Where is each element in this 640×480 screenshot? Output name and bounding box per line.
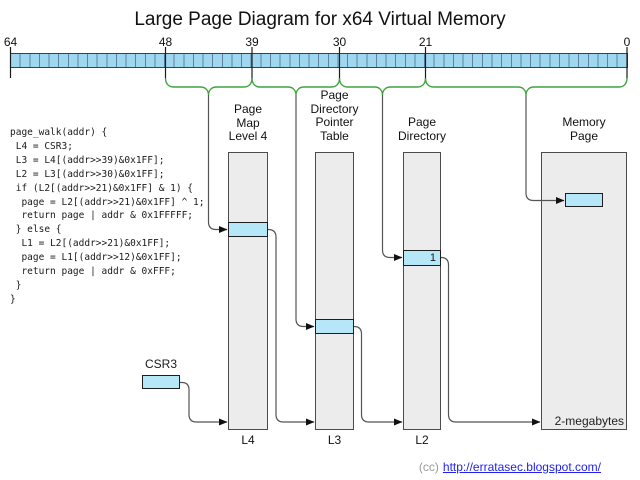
page-directory-entry: 1 xyxy=(403,250,441,266)
csr3-label: CSR3 xyxy=(144,357,177,371)
bit-label-0: 0 xyxy=(623,35,631,49)
pdpt-header: Page Directory Pointer Table xyxy=(310,88,359,143)
arrow-l2-to-memory xyxy=(440,256,541,426)
bit-label-30: 30 xyxy=(332,35,347,49)
cc-license-label: (cc) xyxy=(418,460,439,474)
memory-page-entry xyxy=(565,193,603,207)
address-bit-ruler xyxy=(10,53,628,68)
pml4-table xyxy=(228,152,268,430)
bit-field-braces xyxy=(164,77,628,96)
pml4-entry xyxy=(228,222,268,237)
arrow-csr3-to-l4 xyxy=(180,381,228,426)
page-directory-table xyxy=(403,152,441,430)
bit-label-64: 64 xyxy=(3,35,18,49)
label-l4: L4 xyxy=(241,433,255,447)
bit-label-21: 21 xyxy=(418,35,433,49)
arrow-l3-to-l2 xyxy=(353,325,403,426)
memory-page-size-label: 2-megabytes xyxy=(554,414,624,428)
csr3-register-box xyxy=(142,375,180,389)
page-title: Large Page Diagram for x64 Virtual Memor… xyxy=(134,9,506,30)
erratasec-link[interactable]: http://erratasec.blogspot.com/ xyxy=(442,460,601,474)
pdpt-entry xyxy=(315,319,354,334)
page-walk-code: page_walk(addr) { L4 = CSR3; L3 = L4[(ad… xyxy=(10,127,205,305)
label-l2: L2 xyxy=(415,433,429,447)
page-directory-header: Page Directory xyxy=(397,115,446,143)
pml4-header: Page Map Level 4 xyxy=(228,102,268,143)
pdpt-table xyxy=(315,152,354,430)
credit-line: (cc)http://erratasec.blogspot.com/ xyxy=(419,460,601,474)
label-l3: L3 xyxy=(327,433,342,447)
arrow-l4-to-l3 xyxy=(267,228,315,426)
memory-page-header: Memory Page xyxy=(562,115,606,143)
bit-label-48: 48 xyxy=(158,35,173,49)
bit-label-39: 39 xyxy=(245,35,259,49)
